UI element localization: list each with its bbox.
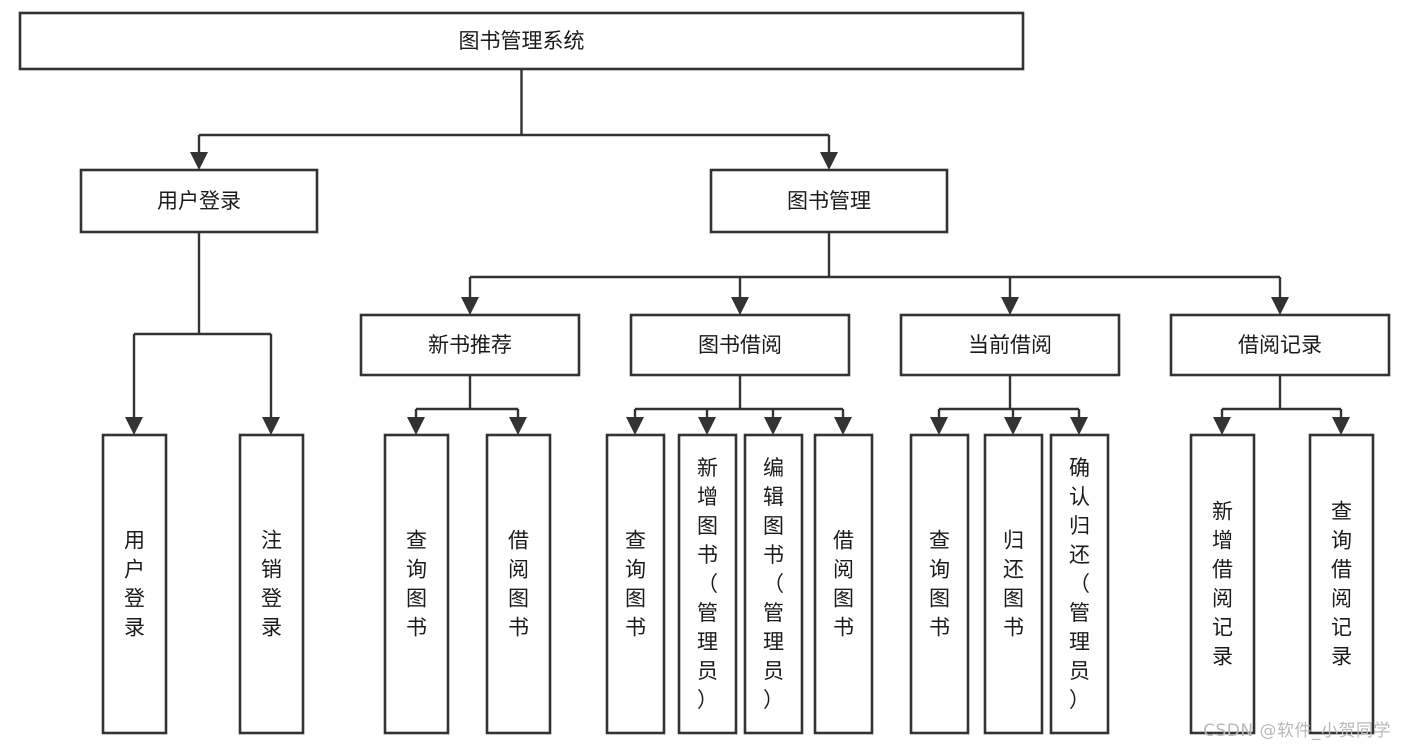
leaf-box[interactable] <box>485 433 552 735</box>
leaf-box[interactable] <box>605 433 666 735</box>
level3-node[interactable]: 借阅记录 <box>1169 313 1391 377</box>
leaf-box[interactable] <box>743 433 804 735</box>
leaf-node-label: 查询借阅记录 <box>1331 500 1352 669</box>
leaf-node[interactable]: 新增借阅记录 <box>1189 433 1256 735</box>
leaf-node-label: 新增借阅记录 <box>1212 500 1233 669</box>
edge-arrowhead <box>930 417 948 435</box>
level3-box[interactable] <box>359 313 581 377</box>
edge-arrowhead <box>262 417 280 435</box>
leaf-node[interactable]: 编辑图书（管理员） <box>743 433 804 735</box>
level3-box[interactable] <box>1169 313 1391 377</box>
leaf-node[interactable]: 确认归还（管理员） <box>1049 433 1110 735</box>
leaf-node-label: 新增图书（管理员） <box>697 456 718 712</box>
edge-arrowhead <box>190 152 208 170</box>
leaf-box[interactable] <box>677 433 738 735</box>
leaf-node-label: 查询图书 <box>406 529 427 640</box>
leaf-box[interactable] <box>383 433 450 735</box>
edge-arrowhead <box>820 152 838 170</box>
root-node-label: 图书管理系统 <box>459 29 585 53</box>
edges-layer <box>125 69 1350 435</box>
leaf-node[interactable]: 新增图书（管理员） <box>677 433 738 735</box>
leaf-node-label: 注销登录 <box>261 529 282 640</box>
leaf-node[interactable]: 查询图书 <box>383 433 450 735</box>
level2-node[interactable]: 图书管理 <box>709 168 949 234</box>
nodes-layer: 图书管理系统用户登录图书管理新书推荐图书借阅当前借阅借阅记录用户登录注销登录查询… <box>18 11 1391 735</box>
leaf-node[interactable]: 查询图书 <box>909 433 970 735</box>
edge-arrowhead <box>407 417 425 435</box>
edge-arrowhead <box>1332 417 1350 435</box>
leaf-box[interactable] <box>101 433 168 735</box>
edge-arrowhead <box>698 417 716 435</box>
edge-arrowhead <box>731 297 749 315</box>
edge-arrowhead <box>1070 417 1088 435</box>
level3-node[interactable]: 当前借阅 <box>899 313 1121 377</box>
edge-arrowhead <box>509 417 527 435</box>
edge-group <box>626 375 852 435</box>
leaf-node-label: 编辑图书（管理员） <box>763 456 784 712</box>
leaf-node[interactable]: 归还图书 <box>983 433 1044 735</box>
level2-box[interactable] <box>709 168 949 234</box>
leaf-node-label: 用户登录 <box>124 529 145 640</box>
edge-group <box>930 375 1088 435</box>
edge-group <box>461 232 1289 315</box>
edge-arrowhead <box>764 417 782 435</box>
leaf-box[interactable] <box>1049 433 1110 735</box>
level2-node-label: 图书管理 <box>787 189 871 213</box>
edge-arrowhead <box>125 417 143 435</box>
edge-group <box>125 232 280 435</box>
level3-box[interactable] <box>899 313 1121 377</box>
leaf-node[interactable]: 查询借阅记录 <box>1308 433 1375 735</box>
leaf-node[interactable]: 借阅图书 <box>485 433 552 735</box>
leaf-node[interactable]: 查询图书 <box>605 433 666 735</box>
edge-group <box>1213 375 1350 435</box>
level3-node-label: 图书借阅 <box>698 333 782 357</box>
leaf-box[interactable] <box>909 433 970 735</box>
edge-arrowhead <box>1004 417 1022 435</box>
leaf-node-label: 借阅图书 <box>508 529 529 640</box>
leaf-node[interactable]: 用户登录 <box>101 433 168 735</box>
edge-group <box>407 375 527 435</box>
root-box[interactable] <box>18 11 1025 71</box>
leaf-node-label: 确认归还（管理员） <box>1069 456 1090 712</box>
leaf-node-label: 归还图书 <box>1003 529 1024 640</box>
edge-arrowhead <box>461 297 479 315</box>
leaf-box[interactable] <box>1308 433 1375 735</box>
leaf-box[interactable] <box>813 433 874 735</box>
edge-arrowhead <box>1001 297 1019 315</box>
level3-box[interactable] <box>629 313 851 377</box>
level2-node-label: 用户登录 <box>157 189 241 213</box>
leaf-box[interactable] <box>983 433 1044 735</box>
leaf-node[interactable]: 借阅图书 <box>813 433 874 735</box>
level3-node-label: 借阅记录 <box>1238 333 1322 357</box>
leaf-node-label: 查询图书 <box>625 529 646 640</box>
root-node[interactable]: 图书管理系统 <box>18 11 1025 71</box>
leaf-box[interactable] <box>1189 433 1256 735</box>
level2-node[interactable]: 用户登录 <box>79 168 319 234</box>
leaf-node-label: 借阅图书 <box>833 529 854 640</box>
edge-arrowhead <box>626 417 644 435</box>
edge-arrowhead <box>1213 417 1231 435</box>
level3-node[interactable]: 新书推荐 <box>359 313 581 377</box>
edge-arrowhead <box>1271 297 1289 315</box>
leaf-box[interactable] <box>238 433 305 735</box>
level3-node-label: 新书推荐 <box>428 333 512 357</box>
leaf-node-label: 查询图书 <box>929 529 950 640</box>
leaf-node[interactable]: 注销登录 <box>238 433 305 735</box>
level3-node[interactable]: 图书借阅 <box>629 313 851 377</box>
level3-node-label: 当前借阅 <box>968 333 1052 357</box>
edge-arrowhead <box>834 417 852 435</box>
level2-box[interactable] <box>79 168 319 234</box>
edge-group <box>190 69 838 170</box>
